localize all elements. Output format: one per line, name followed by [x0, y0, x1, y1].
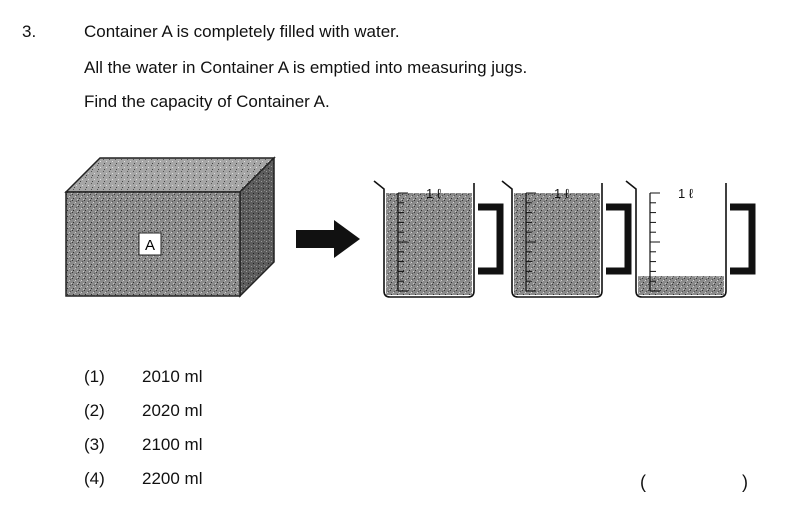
- option-3-text: 2100 ml: [142, 435, 203, 454]
- option-4-number: (4): [84, 469, 105, 488]
- question-line-2: All the water in Container A is emptied …: [84, 58, 528, 77]
- container-and-jugs-figure: A 1 ℓ 1 ℓ 1 ℓ: [64, 156, 756, 298]
- measuring-jug-3: 1 ℓ: [625, 180, 756, 298]
- measuring-jug-1: 1 ℓ: [373, 180, 504, 298]
- question-number: 3.: [22, 22, 37, 41]
- measuring-jug-2: 1 ℓ: [501, 180, 632, 298]
- jug-2-outline: [501, 180, 603, 298]
- container-label-box: [138, 232, 162, 256]
- jug-2-water: [514, 193, 600, 295]
- option-1-text: 2010 ml: [142, 367, 203, 386]
- answer-bracket-open: (: [640, 472, 646, 492]
- question-line-3: Find the capacity of Container A.: [84, 92, 330, 111]
- arrow-icon: [296, 220, 360, 258]
- option-4[interactable]: (4) 2200 ml: [84, 469, 202, 489]
- jug-3-mark-label: 1 ℓ: [678, 186, 694, 201]
- jug-1-handle: [478, 203, 504, 275]
- answer-bracket-close: ): [742, 472, 748, 492]
- option-2-number: (2): [84, 401, 105, 420]
- jug-2-handle: [606, 203, 632, 275]
- jug-3-handle: [730, 203, 756, 275]
- option-2[interactable]: (2) 2020 ml: [84, 401, 202, 421]
- option-4-text: 2200 ml: [142, 469, 203, 488]
- container-top-face: [64, 157, 276, 193]
- jug-3-outline: [625, 180, 727, 298]
- option-1[interactable]: (1) 2010 ml: [84, 367, 202, 387]
- jug-1-water: [386, 193, 472, 295]
- container-label: A: [145, 237, 155, 254]
- option-1-number: (1): [84, 367, 105, 386]
- option-3[interactable]: (3) 2100 ml: [84, 435, 202, 455]
- jug-3-water: [638, 276, 724, 295]
- jug-1-outline: [373, 180, 475, 298]
- measuring-jugs: 1 ℓ 1 ℓ 1 ℓ: [373, 180, 756, 298]
- jug-1-mark-label: 1 ℓ: [426, 186, 442, 201]
- question-line-1: Container A is completely filled with wa…: [84, 22, 400, 41]
- option-3-number: (3): [84, 435, 105, 454]
- container-a: A: [64, 156, 276, 298]
- option-2-text: 2020 ml: [142, 401, 203, 420]
- jug-2-mark-label: 1 ℓ: [554, 186, 570, 201]
